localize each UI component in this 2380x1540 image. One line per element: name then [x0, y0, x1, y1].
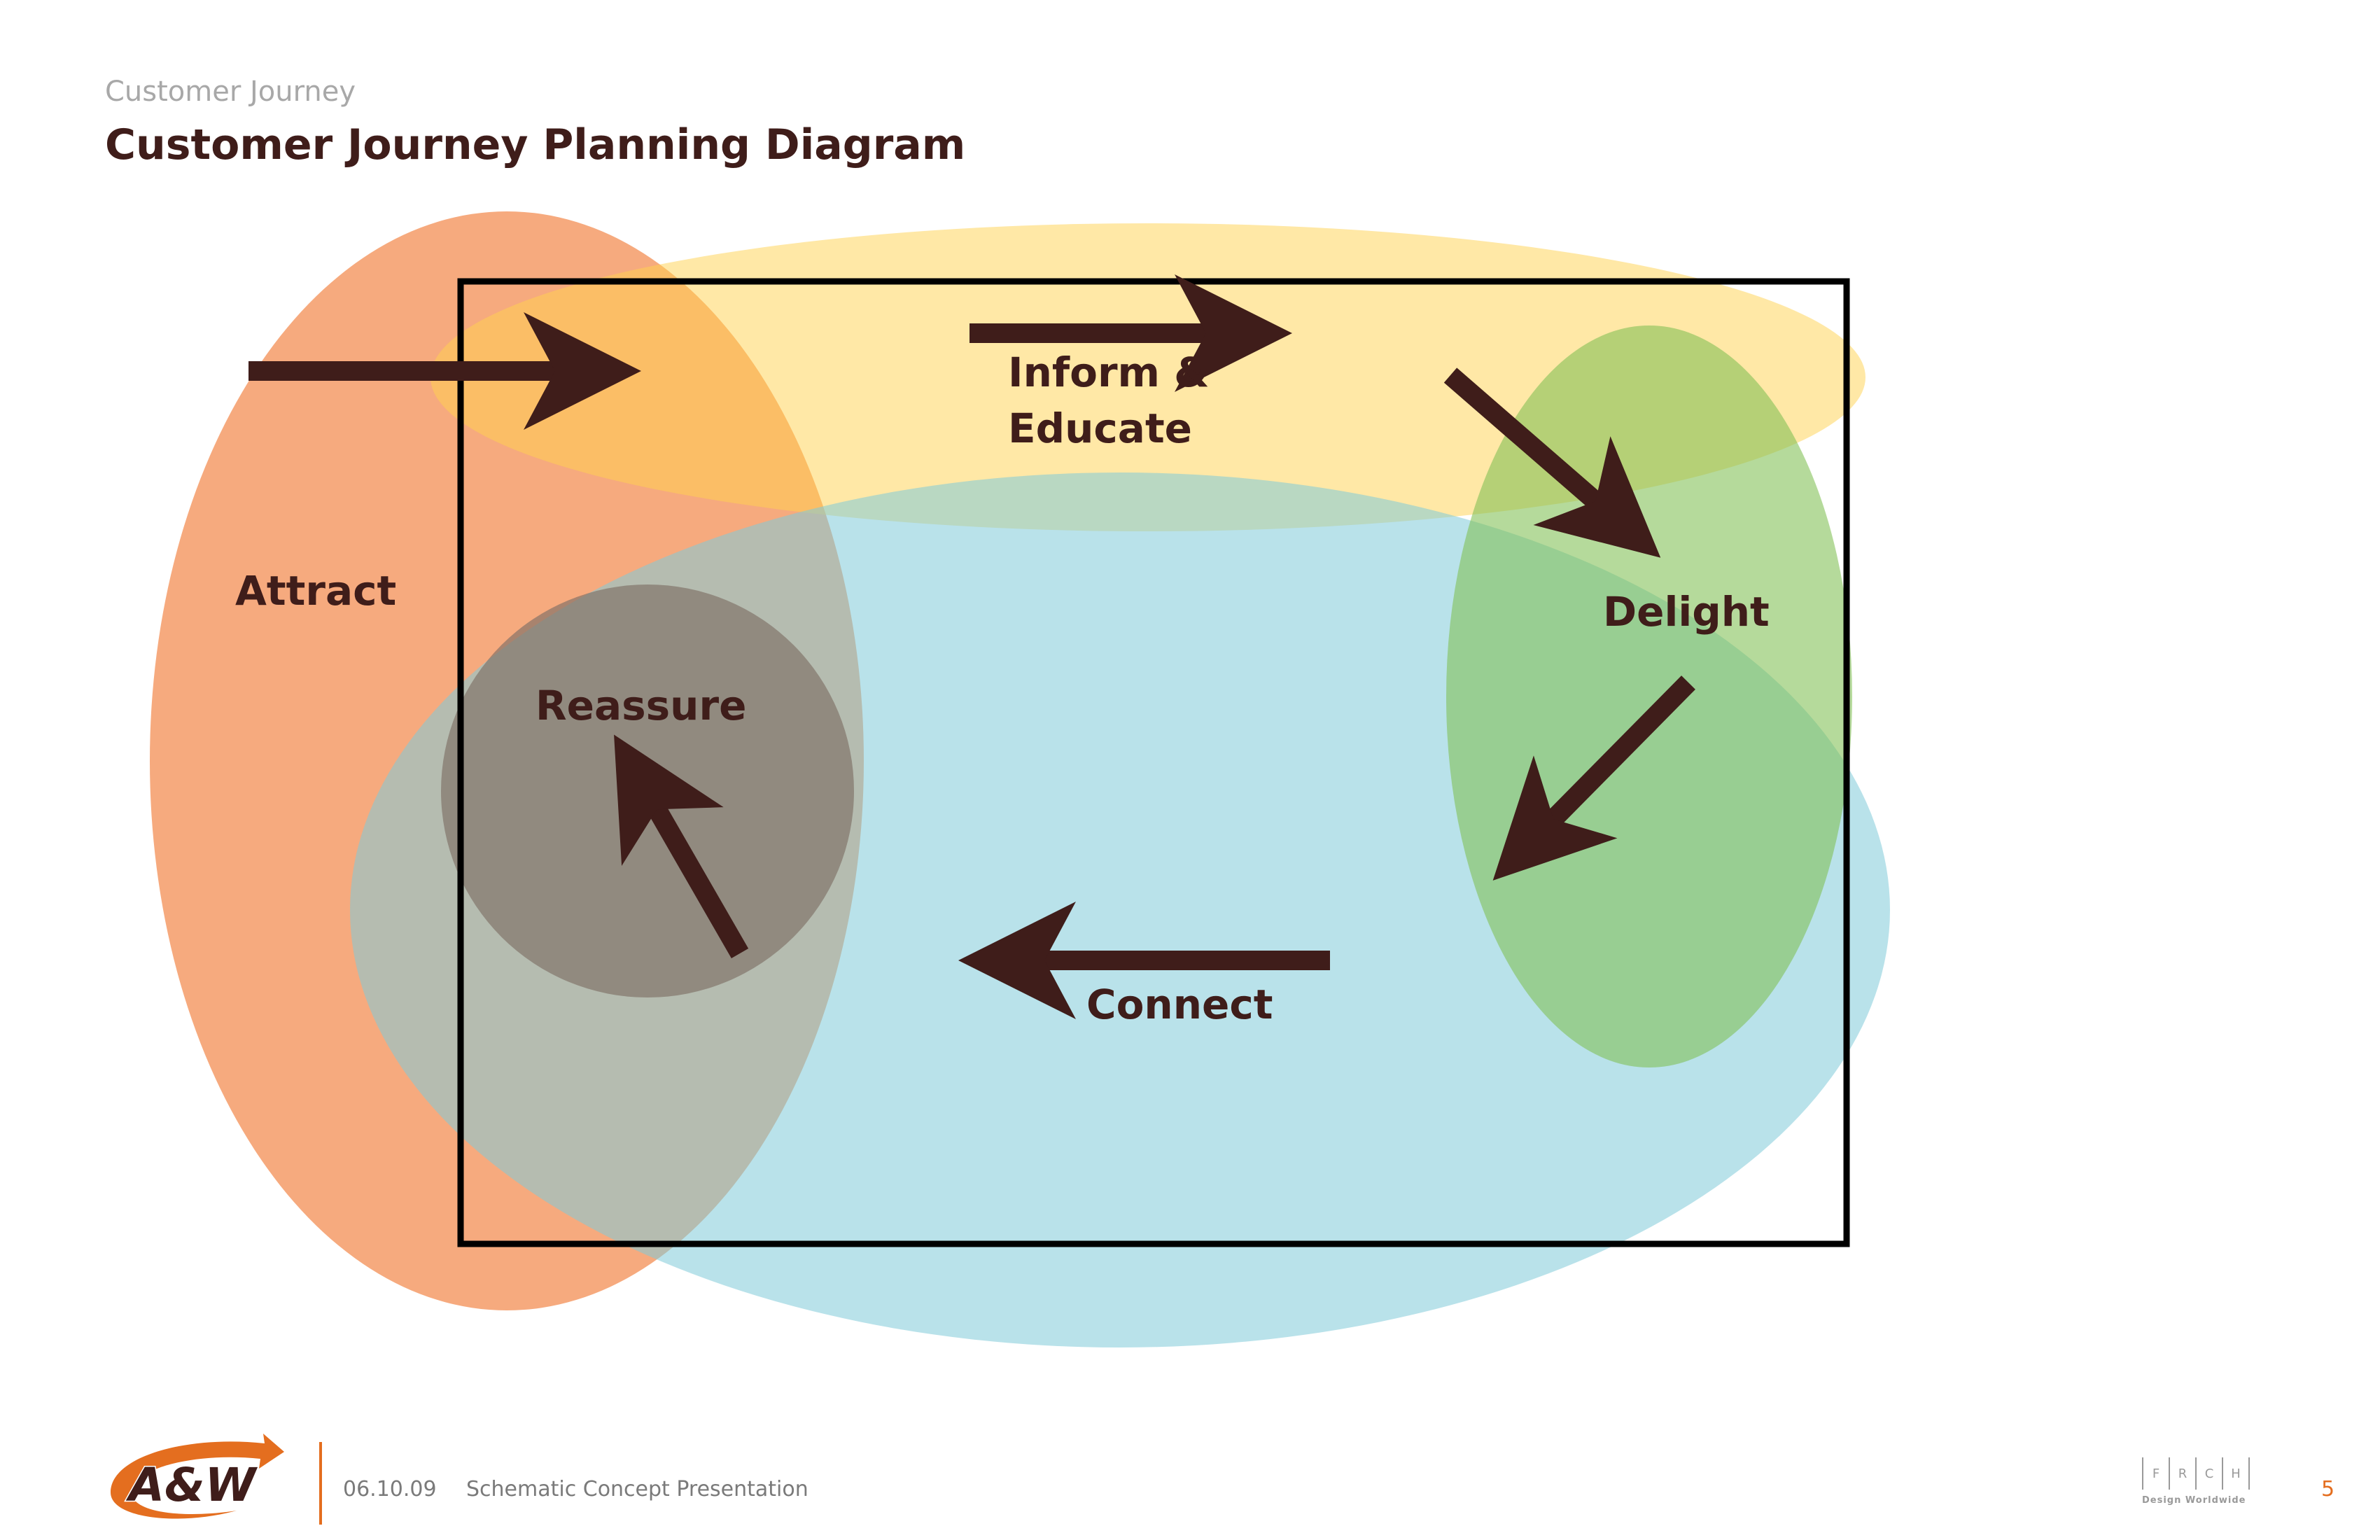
connect-label: Connect [1086, 981, 1273, 1028]
footer-date: 06.10.09 [343, 1477, 437, 1502]
page-title: Customer Journey Planning Diagram [105, 120, 966, 169]
aw-logo: A&W [111, 1434, 284, 1519]
frch-logo: F R C H Design Worldwide [2142, 1457, 2254, 1513]
journey-frame [457, 278, 1850, 1247]
page-supertitle: Customer Journey [105, 76, 356, 108]
reassure-arrow [614, 734, 749, 958]
attract-label: Attract [235, 567, 396, 615]
frch-letter: F [2142, 1457, 2169, 1490]
svg-text:A&W: A&W [125, 1458, 258, 1512]
delight-label: Delight [1603, 588, 1770, 636]
footer-divider [319, 1442, 322, 1525]
inform-label-line1: Inform & [1008, 349, 1210, 396]
reassure-label: Reassure [536, 682, 746, 729]
frch-letter: R [2169, 1457, 2195, 1490]
frch-tagline: Design Worldwide [2142, 1495, 2246, 1506]
frch-letter: C [2195, 1457, 2222, 1490]
delight-out-arrow [1492, 676, 1695, 881]
frch-letter: H [2222, 1457, 2250, 1490]
inform-label-line2: Educate [1008, 405, 1192, 452]
delight-in-arrow [1443, 368, 1661, 558]
footer-presentation-title: Schematic Concept Presentation [466, 1477, 808, 1502]
page-number: 5 [2321, 1477, 2335, 1502]
